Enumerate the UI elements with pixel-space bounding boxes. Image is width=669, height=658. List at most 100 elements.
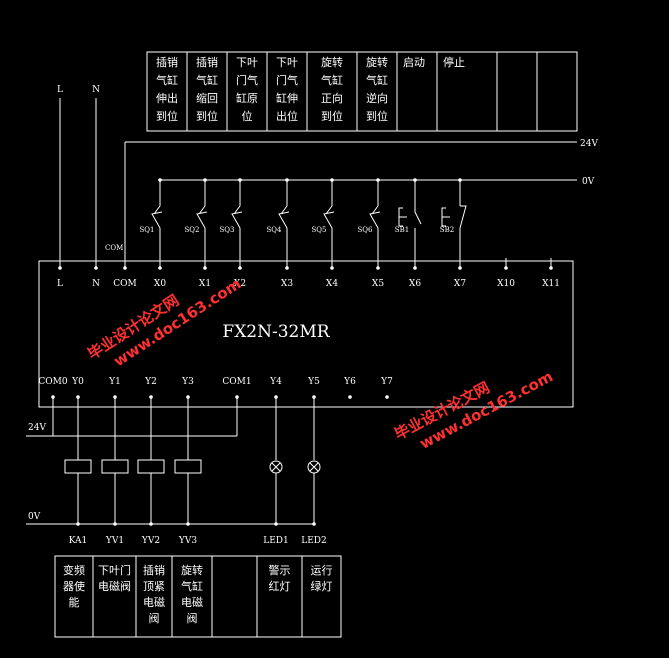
output-table-text: 阀 bbox=[149, 611, 160, 625]
output-terminal-dot bbox=[76, 395, 80, 399]
input-terminal-label: N bbox=[92, 279, 100, 289]
rail-junction bbox=[274, 522, 278, 526]
input-table-text: 气缸 bbox=[321, 73, 343, 87]
input-table-text: 插销 bbox=[196, 55, 218, 69]
input-table-text: 缸原 bbox=[236, 91, 258, 105]
pushbutton-symbol bbox=[441, 205, 467, 229]
output-terminal-label: Y6 bbox=[343, 377, 356, 387]
output-terminal-dot bbox=[149, 395, 153, 399]
output-terminal-label: Y5 bbox=[307, 377, 320, 387]
output-device-label: YV3 bbox=[178, 536, 197, 546]
input-table-text: 到位 bbox=[321, 109, 343, 123]
input-table-text: 门气 bbox=[236, 73, 258, 87]
rail-junction bbox=[149, 522, 153, 526]
input-terminal-dot bbox=[549, 266, 553, 270]
input-terminal-dot bbox=[413, 266, 417, 270]
output-terminal-dot bbox=[51, 395, 55, 399]
rail-junction bbox=[76, 522, 80, 526]
output-terminal-dot bbox=[312, 395, 316, 399]
relay-coil bbox=[64, 459, 92, 474]
wiring-lines bbox=[26, 51, 578, 638]
rail-junction bbox=[285, 178, 289, 182]
input-table-text: 位 bbox=[242, 109, 253, 123]
limit-switch-symbol bbox=[323, 205, 335, 232]
output-terminal-label: Y1 bbox=[108, 377, 121, 387]
relay-coil bbox=[137, 459, 165, 474]
output-terminal-dot bbox=[385, 395, 389, 399]
input-table-text: 停止 bbox=[443, 55, 465, 69]
output-terminal-dot bbox=[235, 395, 239, 399]
rail-0v-bottom-label: 0V bbox=[28, 512, 41, 522]
output-device-label: KA1 bbox=[69, 536, 88, 546]
input-terminal-label: X1 bbox=[199, 279, 211, 289]
rail-junction bbox=[330, 178, 334, 182]
rail-junction bbox=[413, 178, 417, 182]
input-table-text: 缩回 bbox=[196, 92, 218, 105]
rail-junction bbox=[158, 178, 162, 182]
output-terminal-label: Y2 bbox=[144, 377, 157, 387]
input-table-text: 逆向 bbox=[366, 91, 388, 105]
input-table-text: 出位 bbox=[276, 109, 298, 123]
input-terminal-label: X5 bbox=[372, 279, 384, 289]
plc-body bbox=[38, 260, 574, 408]
output-table-text: 下叶门 bbox=[98, 563, 131, 577]
output-terminal-label: Y7 bbox=[380, 377, 393, 387]
output-terminal-dot bbox=[113, 395, 117, 399]
input-table-text: 气缸 bbox=[366, 73, 388, 87]
input-table-text: 下叶 bbox=[276, 56, 298, 69]
output-table-text: 红灯 bbox=[269, 580, 291, 593]
output-terminal-label: Y0 bbox=[71, 377, 84, 387]
connection-dots bbox=[51, 178, 553, 526]
switch-label: SQ1 bbox=[140, 226, 155, 234]
pushbutton-symbol bbox=[398, 206, 422, 232]
input-terminal-label: COM bbox=[113, 279, 136, 289]
rail-0v-top-label: 0V bbox=[582, 177, 595, 187]
input-table bbox=[146, 51, 578, 132]
input-terminal-label: X10 bbox=[497, 279, 515, 289]
input-table-text: 伸出 bbox=[156, 91, 178, 105]
rail-N-label: N bbox=[92, 85, 100, 95]
rail-24v-bottom-label: 24V bbox=[28, 423, 46, 433]
rail-junction bbox=[312, 522, 316, 526]
input-terminal-dot bbox=[458, 266, 462, 270]
input-terminal-label: X4 bbox=[326, 279, 338, 289]
rail-junction bbox=[113, 522, 117, 526]
rail-junction bbox=[203, 178, 207, 182]
output-terminal-label: Y4 bbox=[269, 377, 282, 387]
lamp-cross bbox=[309, 462, 319, 472]
output-terminal-dot bbox=[186, 395, 190, 399]
input-table-text: 到位 bbox=[196, 109, 218, 123]
input-table-text: 到位 bbox=[156, 109, 178, 123]
output-table-text: 旋转 bbox=[181, 563, 203, 577]
input-terminal-label: X11 bbox=[542, 279, 560, 289]
input-table-text: 旋转 bbox=[366, 55, 388, 69]
output-table-text: 电磁阀 bbox=[98, 579, 131, 593]
input-terminal-label: X7 bbox=[454, 279, 466, 289]
input-table-text: 气缸 bbox=[196, 73, 218, 87]
rail-junction bbox=[376, 178, 380, 182]
limit-switch-symbol bbox=[151, 205, 163, 232]
relay-coil bbox=[174, 459, 202, 474]
output-terminal-label: COM1 bbox=[222, 377, 251, 387]
switch-label: SQ2 bbox=[185, 226, 200, 234]
switch-label: SQ3 bbox=[220, 226, 235, 234]
output-table-text: 能 bbox=[69, 595, 80, 609]
input-table-text: 缸伸 bbox=[276, 91, 298, 105]
output-table-text: 气缸 bbox=[181, 579, 203, 593]
input-terminal-label: X3 bbox=[281, 279, 293, 289]
input-terminal-dot bbox=[123, 266, 127, 270]
limit-switch-symbol bbox=[196, 205, 208, 232]
input-table-text: 正向 bbox=[321, 91, 343, 105]
rail-junction bbox=[186, 522, 190, 526]
rail-junction bbox=[458, 178, 462, 182]
output-table-text: 器使 bbox=[63, 580, 85, 593]
plc-model: FX2N-32MR bbox=[222, 322, 330, 342]
switch-label: SQ4 bbox=[267, 226, 283, 234]
input-table-text: 气缸 bbox=[156, 73, 178, 87]
output-table bbox=[54, 555, 342, 638]
input-table-text: 旋转 bbox=[321, 55, 343, 69]
input-terminal-dot bbox=[94, 266, 98, 270]
output-table-text: 运行 bbox=[311, 564, 333, 577]
